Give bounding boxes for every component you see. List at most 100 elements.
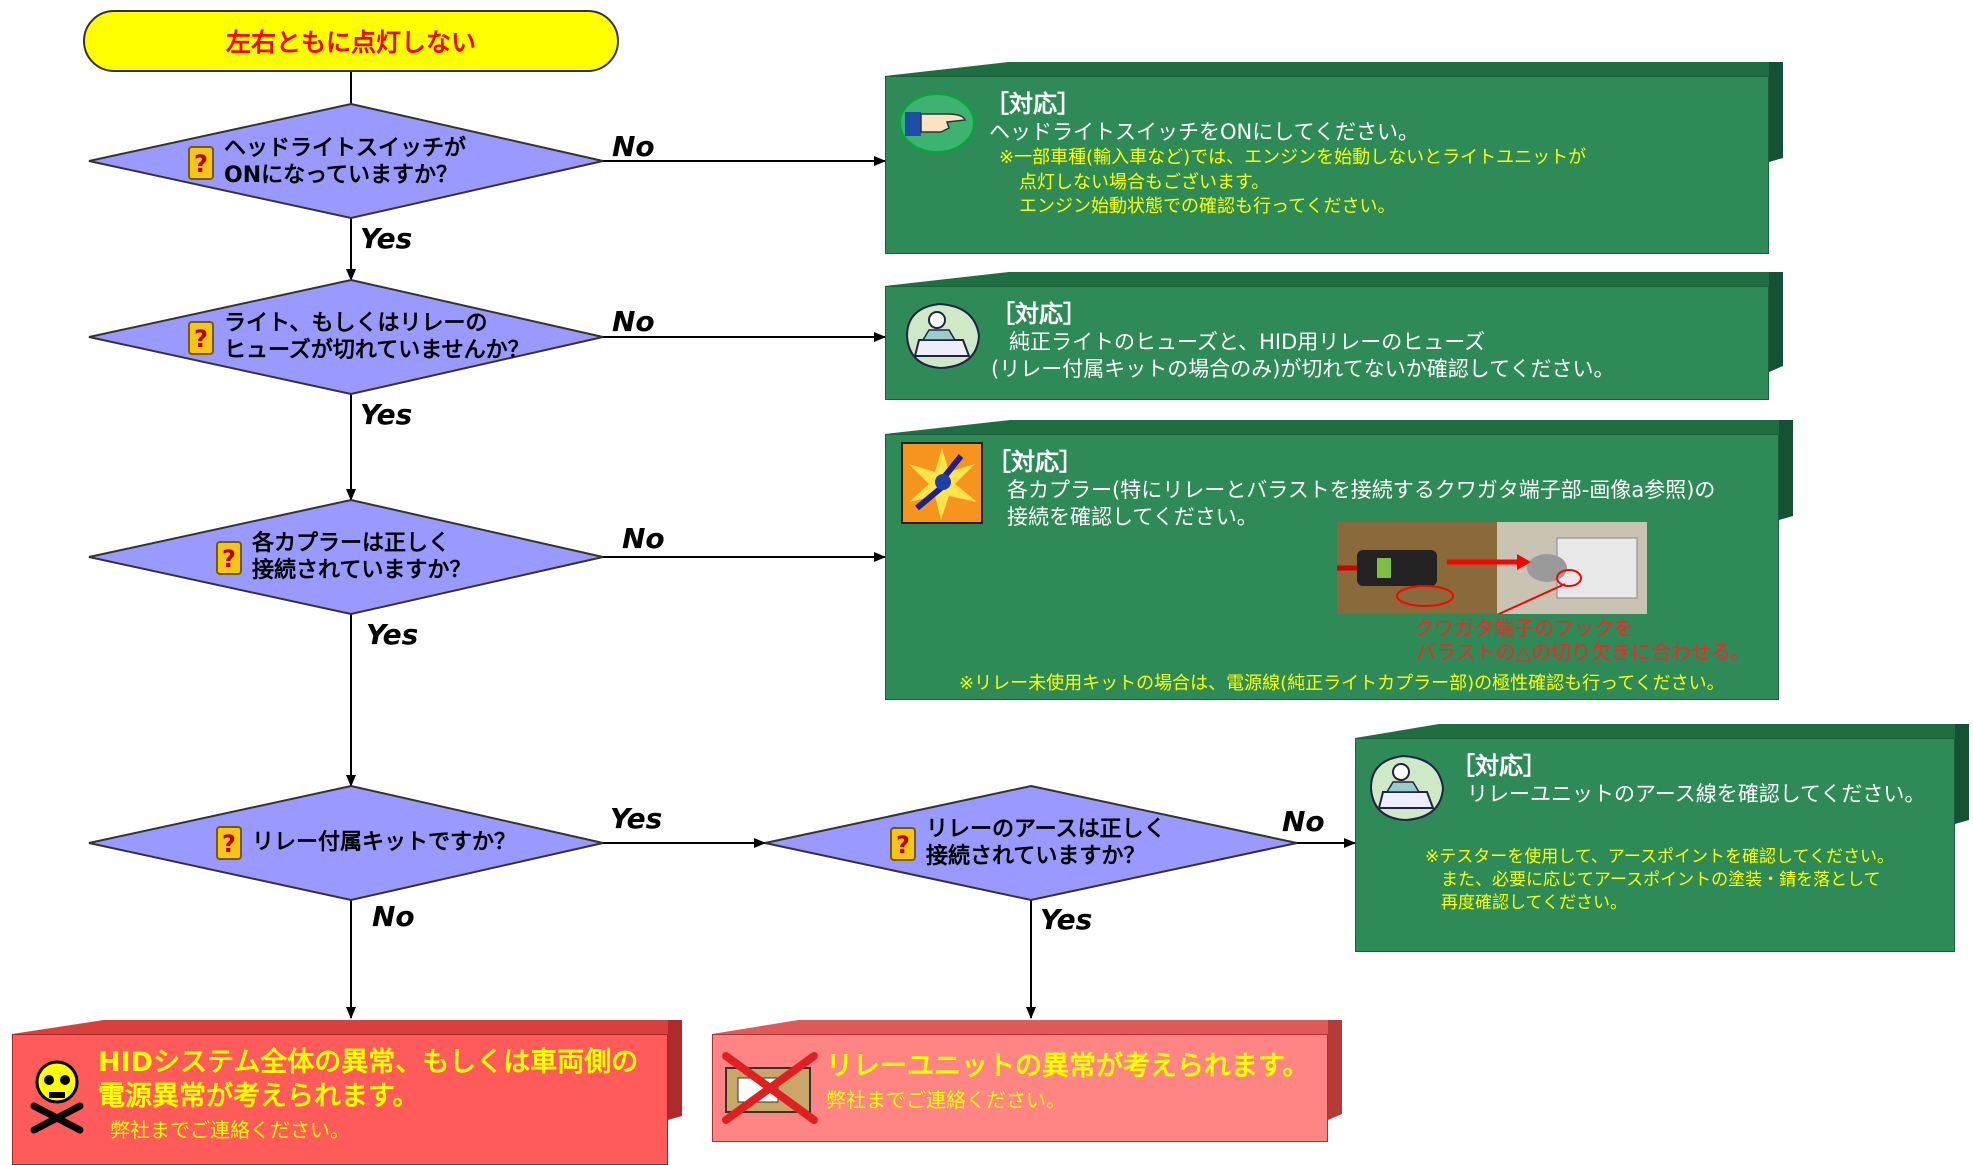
mechanic-icon	[1369, 754, 1445, 822]
box-bevel	[885, 420, 1779, 434]
no-label: No	[1282, 805, 1325, 838]
pointing-hand-icon	[899, 93, 975, 153]
action-note: 点灯しない場合もございます。	[1019, 171, 1270, 193]
action-box-4: ［対応］ リレーユニットのアース線を確認してください。 ※テスターを使用して、ア…	[1355, 724, 1969, 952]
result-title: 電源異常が考えられます。	[98, 1080, 420, 1112]
photo-caption-line: クワガタ端子のフックを	[1414, 616, 1634, 640]
action-note: ※テスターを使用して、アースポイントを確認してください。	[1425, 847, 1894, 867]
decision-line: リレー付属キットですか？	[252, 829, 517, 855]
start-label: 左右ともに点灯しない	[225, 28, 476, 57]
action-content: ［対応］ リレーユニットのアース線を確認してください。 ※テスターを使用して、ア…	[1369, 746, 1943, 946]
question-icon: ?	[216, 540, 242, 575]
yes-label: Yes	[366, 618, 419, 651]
result-subtext: 弊社までご連絡ください。	[110, 1117, 350, 1142]
action-box-2: ［対応］ 純正ライトのヒューズと、HID用リレーのヒューズ (リレー付属キットの…	[885, 272, 1783, 400]
decision-3-text: ? 各カプラーは正しく接続されていますか？	[214, 531, 471, 585]
photo-caption-line: バラストの△の切り欠きに合わせる。	[1416, 640, 1751, 664]
decision-line: ONになっていますか？	[224, 162, 459, 188]
action-note: また、必要に応じてアースポイントの塗装・錆を落として	[1441, 869, 1881, 890]
plug-icon	[901, 442, 983, 524]
box-bevel	[885, 272, 1769, 286]
action-content: ［対応］ 各カプラー(特にリレーとバラストを接続するクワガタ端子部-画像a参照)…	[899, 442, 1767, 694]
box-side	[1328, 1020, 1342, 1120]
yes-label: Yes	[360, 222, 413, 255]
decision-line: 接続されていますか？	[926, 843, 1146, 869]
no-label: No	[372, 900, 415, 933]
action-text: 純正ライトのヒューズと、HID用リレーのヒューズ	[1009, 330, 1486, 354]
photo-caption: クワガタ端子のフックを バラストの△の切り欠きに合わせる。	[1414, 616, 1751, 664]
svg-text:?: ?	[896, 831, 910, 859]
decision-line: ヘッドライトスイッチが	[224, 136, 467, 161]
box-face	[712, 1034, 1328, 1142]
coupler-photo	[1337, 522, 1647, 614]
box-face	[885, 76, 1769, 254]
action-note: ※一部車種(輸入車など)では、エンジンを始動しないとライトユニットが	[999, 147, 1587, 169]
box-side	[1769, 62, 1783, 162]
action-text: 各カプラー(特にリレーとバラストを接続するクワガタ端子部-画像a参照)の	[1007, 478, 1716, 502]
action-note: エンジン始動状態での確認も行ってください。	[1019, 195, 1396, 217]
action-heading: ［対応］	[1451, 752, 1547, 780]
skull-crossbones-icon	[30, 1060, 84, 1134]
box-side	[1955, 724, 1969, 824]
decision-diamond-2	[88, 278, 604, 396]
decision-diamond-4	[88, 784, 604, 902]
result-subtext: 弊社までご連絡ください。	[826, 1087, 1066, 1112]
question-icon: ?	[216, 826, 242, 860]
action-heading: ［対応］	[987, 448, 1083, 476]
decision-line: 接続されていますか？	[252, 557, 472, 583]
svg-text:?: ?	[194, 150, 208, 178]
result-box-2: リレーユニットの異常が考えられます。 弊社までご連絡ください。	[712, 1020, 1342, 1142]
decision-5-text: ? リレーのアースは正しく接続されていますか？	[888, 817, 1166, 871]
decision-diamond-5	[764, 784, 1298, 902]
action-text: リレーユニットのアース線を確認してください。	[1467, 782, 1926, 806]
action-text: 接続を確認してください。	[1007, 505, 1258, 530]
result-content: リレーユニットの異常が考えられます。 弊社までご連絡ください。	[722, 1046, 1316, 1136]
box-bevel	[12, 1020, 668, 1034]
box-side	[1769, 272, 1783, 372]
action-heading: ［対応］	[991, 300, 1087, 328]
action-box-3: ［対応］ 各カプラー(特にリレーとバラストを接続するクワガタ端子部-画像a参照)…	[885, 420, 1793, 700]
box-face	[12, 1034, 668, 1165]
decision-line: リレーのアースは正しく	[926, 817, 1166, 842]
svg-text:?: ?	[194, 325, 208, 353]
yes-label: Yes	[1040, 903, 1093, 936]
no-label: No	[622, 522, 665, 555]
decision-4-text: ? リレー付属キットですか？	[214, 823, 516, 863]
result-title: HIDシステム全体の異常、もしくは車両側の	[98, 1047, 639, 1078]
svg-text:?: ?	[222, 830, 236, 858]
result-box-1: HIDシステム全体の異常、もしくは車両側の 電源異常が考えられます。 弊社までご…	[12, 1020, 682, 1165]
no-label: No	[612, 130, 655, 163]
result-title: リレーユニットの異常が考えられます。	[826, 1051, 1310, 1082]
box-bevel	[1355, 724, 1955, 738]
action-note: 再度確認してください。	[1441, 892, 1627, 913]
box-side	[668, 1020, 682, 1120]
action-box-1: ［対応］ ヘッドライトスイッチをONにしてください。 ※一部車種(輸入車など)で…	[885, 62, 1783, 254]
decision-line: ライト、もしくはリレーの	[224, 311, 488, 336]
decision-line: ヒューズが切れていませんか？	[224, 337, 530, 363]
action-text: ヘッドライトスイッチをONにしてください。	[989, 120, 1419, 144]
box-face	[1355, 738, 1955, 952]
action-heading: ［対応］	[985, 90, 1081, 118]
box-side	[1779, 420, 1793, 520]
start-terminator: 左右ともに点灯しない	[83, 10, 619, 72]
box-bevel	[712, 1020, 1328, 1034]
broken-relay-icon	[722, 1052, 818, 1124]
decision-2-text: ? ライト、もしくはリレーのヒューズが切れていませんか？	[186, 311, 530, 365]
decision-diamond-1	[88, 102, 604, 220]
result-content: HIDシステム全体の異常、もしくは車両側の 電源異常が考えられます。 弊社までご…	[26, 1046, 656, 1159]
action-text: (リレー付属キットの場合のみ)が切れてないか確認してください。	[991, 357, 1615, 382]
action-content: ［対応］ ヘッドライトスイッチをONにしてください。 ※一部車種(輸入車など)で…	[899, 84, 1757, 248]
decision-line: 各カプラーは正しく	[252, 531, 451, 556]
question-icon: ?	[188, 320, 214, 355]
yes-label: Yes	[360, 398, 413, 431]
svg-text:?: ?	[222, 545, 236, 573]
no-label: No	[612, 305, 655, 338]
question-icon: ?	[890, 826, 916, 861]
yes-label: Yes	[610, 802, 663, 835]
question-icon: ?	[188, 145, 214, 180]
mechanic-icon	[905, 302, 981, 370]
action-note: ※リレー未使用キットの場合は、電源線(純正ライトカプラー部)の極性確認も行ってく…	[959, 673, 1725, 694]
action-content: ［対応］ 純正ライトのヒューズと、HID用リレーのヒューズ (リレー付属キットの…	[899, 294, 1757, 394]
